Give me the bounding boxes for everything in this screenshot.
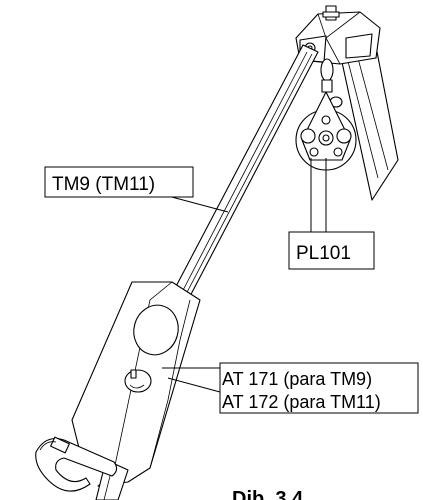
pulley-callout: PL101 xyxy=(288,158,375,270)
tripod-leg-icon xyxy=(171,44,319,301)
figure-caption: Dib. 3.4 xyxy=(232,488,304,500)
adapter-bracket-icon xyxy=(71,281,201,487)
snap-hook-icon xyxy=(35,436,118,492)
adapter-callout: AT 171 (para TM9) AT 172 (para TM11) xyxy=(162,362,419,414)
adapter-label-line1: AT 171 (para TM9) xyxy=(222,369,372,389)
tube-label: TM9 (TM11) xyxy=(52,174,155,195)
shackle-icon xyxy=(320,58,343,108)
pulley-icon xyxy=(295,91,357,171)
pulley-label: PL101 xyxy=(296,243,351,264)
tube-callout: TM9 (TM11) xyxy=(44,166,229,213)
adapter-label-line2: AT 172 (para TM11) xyxy=(222,392,381,412)
